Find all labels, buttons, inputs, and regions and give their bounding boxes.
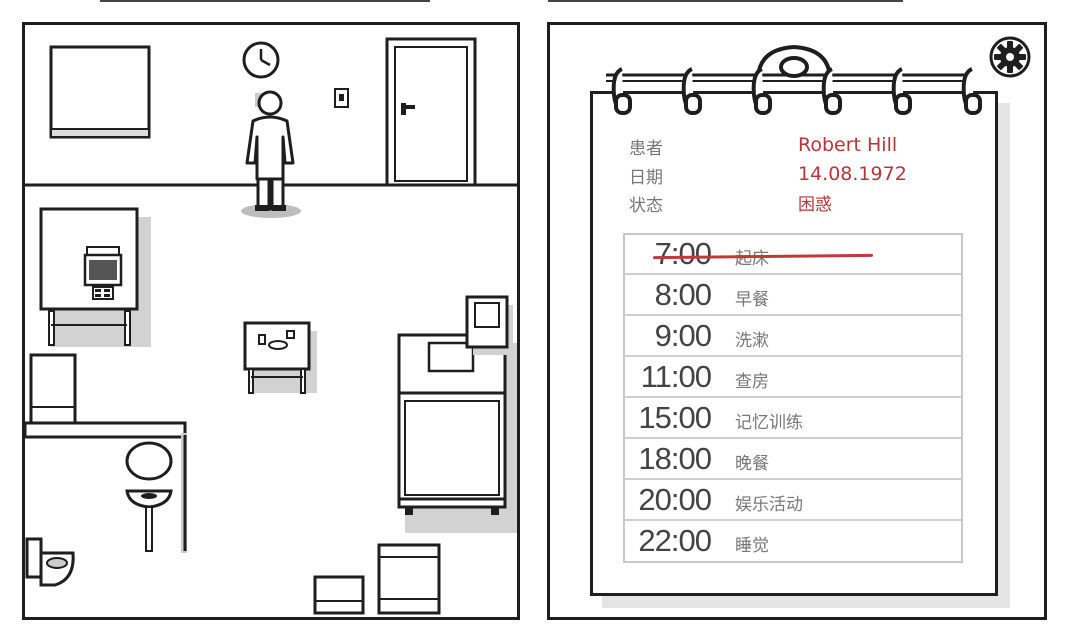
storage-box[interactable] (313, 575, 365, 615)
patient-label: 患者 (629, 139, 663, 159)
schedule-time: 9:00 (654, 318, 712, 353)
schedule-time: 18:00 (638, 441, 712, 476)
schedule-row[interactable]: 9:00 洗漱 (625, 317, 961, 357)
schedule-time: 22:00 (638, 523, 712, 558)
room-view (22, 22, 520, 620)
date-label: 日期 (629, 168, 663, 188)
schedule-time: 20:00 (638, 482, 712, 517)
schedule-task: 记忆训练 (735, 413, 803, 433)
birth-date: 14.08.1972 (798, 163, 907, 185)
schedule-time: 15:00 (638, 400, 712, 435)
schedule-row[interactable]: 8:00 早餐 (625, 276, 961, 316)
schedule-row[interactable]: 11:00 查房 (625, 358, 961, 398)
schedule-task: 起床 (735, 249, 769, 269)
patient-notebook: 患者 日期 状态 Robert Hill 14.08.1972 困惑 7:00 … (590, 91, 998, 596)
schedule-row[interactable]: 18:00 晚餐 (625, 440, 961, 480)
status-label: 状态 (629, 196, 663, 216)
bathroom-wall (23, 421, 187, 553)
patient-name: Robert Hill (798, 134, 898, 156)
nightstand[interactable] (465, 295, 513, 355)
kitchen-counter[interactable] (39, 207, 151, 347)
microwave[interactable] (83, 246, 123, 300)
window (49, 45, 151, 139)
schedule-row[interactable]: 15:00 记忆训练 (625, 399, 961, 439)
schedule-time: 8:00 (654, 277, 712, 312)
door[interactable] (385, 37, 477, 187)
schedule-task: 早餐 (735, 290, 769, 310)
status-value: 困惑 (798, 195, 832, 215)
schedule-task: 查房 (735, 372, 769, 392)
gear-icon[interactable] (988, 35, 1032, 79)
clock-icon[interactable] (242, 41, 280, 79)
schedule-task: 睡觉 (735, 536, 769, 556)
schedule-panel: 患者 日期 状态 Robert Hill 14.08.1972 困惑 7:00 … (547, 22, 1047, 620)
toilet[interactable] (25, 537, 75, 587)
schedule-row[interactable]: 20:00 娱乐活动 (625, 481, 961, 521)
settings-button[interactable] (988, 35, 1032, 79)
schedule-row[interactable]: 7:00 起床 (625, 235, 961, 275)
hanger-hook (756, 44, 832, 78)
small-table[interactable] (243, 321, 317, 394)
patient-figure[interactable] (241, 90, 301, 218)
light-switch[interactable] (334, 88, 349, 108)
schedule-time: 7:00 (654, 236, 712, 271)
room-scene (23, 37, 517, 615)
dresser[interactable] (29, 353, 77, 425)
schedule-task: 洗漱 (735, 331, 769, 351)
storage-box[interactable] (377, 543, 441, 615)
schedule-time: 11:00 (640, 359, 712, 394)
schedule-table: 7:00 起床 8:00 早餐 9:00 洗漱 11:00 查房 15:00 记… (623, 233, 963, 563)
schedule-row[interactable]: 22:00 睡觉 (625, 522, 961, 562)
top-edge-line (100, 0, 430, 2)
sink[interactable] (125, 441, 173, 552)
schedule-task: 娱乐活动 (735, 495, 803, 515)
top-edge-line (548, 0, 903, 2)
binder-rings (606, 44, 982, 115)
schedule-task: 晚餐 (735, 454, 769, 474)
bed[interactable] (397, 333, 517, 533)
